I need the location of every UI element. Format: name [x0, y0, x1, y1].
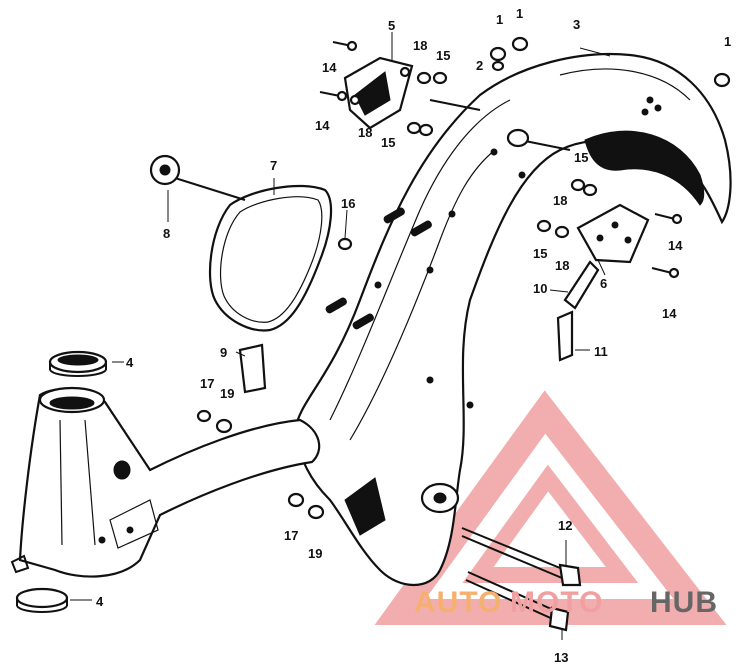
knob-bolt	[149, 154, 246, 201]
callout-17: 17	[200, 376, 214, 391]
bolt-14-set	[319, 40, 683, 279]
callout-13: 13	[554, 650, 568, 665]
plate-10	[563, 260, 600, 310]
bracket-6	[576, 203, 650, 264]
plate-11	[556, 310, 574, 362]
callout-6: 6	[600, 276, 607, 291]
plate-9	[238, 343, 267, 394]
watermark-word-hub: HUB	[650, 586, 718, 619]
callout-19: 19	[220, 386, 234, 401]
callout-18: 18	[555, 258, 569, 273]
bearing-ring-top	[48, 350, 108, 377]
callout-10: 10	[533, 281, 547, 296]
callout-18: 18	[413, 38, 427, 53]
callout-17: 17	[284, 528, 298, 543]
watermark-word-moto: MOTO	[510, 586, 603, 619]
main-frame	[293, 52, 732, 586]
callout-labels: 1 1 1 2 3 4 4 5 6 7 8 9 10 11 12 13 14 1…	[96, 6, 731, 665]
callout-3: 3	[573, 17, 580, 32]
callout-14: 14	[668, 238, 683, 253]
callout-14: 14	[315, 118, 330, 133]
bracket-5	[343, 56, 414, 130]
callout-14: 14	[322, 60, 337, 75]
callout-5: 5	[388, 18, 395, 33]
front-down-tube	[10, 386, 321, 578]
watermark-word-auto: AUTO	[414, 586, 502, 619]
callout-18: 18	[553, 193, 567, 208]
callout-19: 19	[308, 546, 322, 561]
callout-14: 14	[662, 306, 677, 321]
watermark-wordmark: AUTO MOTO HUB	[414, 586, 718, 619]
callout-1: 1	[496, 12, 503, 27]
bearing-ring-bottom	[15, 587, 69, 613]
callout-15: 15	[533, 246, 547, 261]
callout-18: 18	[358, 125, 372, 140]
callout-15: 15	[574, 150, 588, 165]
tool-case	[208, 184, 333, 332]
callout-4: 4	[96, 594, 104, 609]
bolt-13	[465, 571, 570, 632]
bolt-12	[461, 527, 582, 587]
callout-8: 8	[163, 226, 170, 241]
callout-16: 16	[341, 196, 355, 211]
callout-2: 2	[476, 58, 483, 73]
callout-15: 15	[436, 48, 450, 63]
callout-1: 1	[724, 34, 731, 49]
nuts-and-washers	[196, 36, 731, 520]
callout-9: 9	[220, 345, 227, 360]
callout-1: 1	[516, 6, 523, 21]
callout-15: 15	[381, 135, 395, 150]
callout-7: 7	[270, 158, 277, 173]
watermark-logo	[374, 390, 727, 625]
callout-12: 12	[558, 518, 572, 533]
callout-11: 11	[594, 344, 608, 359]
leader-lines	[70, 32, 611, 640]
callout-4: 4	[126, 355, 134, 370]
